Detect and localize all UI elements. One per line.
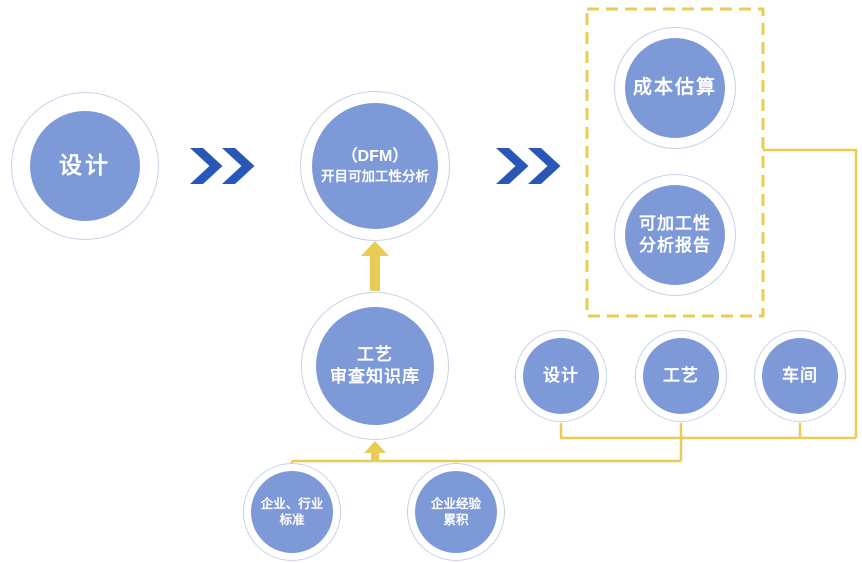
industry-standards-label-line2: 标准 [279,513,305,527]
department-process-node: 工艺 [635,330,727,422]
department-process-circle: 工艺 [643,338,719,414]
industry-standards-node: 企业、行业 标准 [243,463,341,561]
cost-estimate-node: 成本估算 [614,27,736,149]
department-process-label: 工艺 [663,365,699,385]
cost-estimate-node-label: 成本估算 [632,76,717,98]
arrow-up-icon [361,241,389,291]
industry-standards-label-line1: 企业、行业 [260,496,324,511]
feedback-line-right [763,148,858,438]
enterprise-experience-label-line1: 企业经验 [430,496,481,511]
knowledge-base-label-line2: 审查知识库 [330,367,420,386]
dfm-analysis-node: （DFM） 开目可加工性分析 [300,91,450,241]
cost-estimate-node-circle: 成本估算 [625,38,725,138]
chevron-right-icon [190,148,255,184]
dfm-analysis-node-label-line2: 开目可加工性分析 [321,168,429,184]
machinability-report-node-circle: 可加工性 分析报告 [625,185,725,285]
enterprise-experience-node: 企业经验 累积 [407,463,505,561]
department-workshop-circle: 车间 [762,338,838,414]
output-group-dashed-box [585,7,765,318]
process-review-knowledge-base-node: 工艺 审查知识库 [301,292,449,440]
dfm-analysis-node-circle: （DFM） 开目可加工性分析 [312,103,438,229]
department-workshop-node: 车间 [754,330,846,422]
design-node: 设计 [11,92,159,240]
process-review-knowledge-base-circle: 工艺 审查知识库 [316,307,434,425]
enterprise-experience-circle: 企业经验 累积 [415,471,497,553]
machinability-report-label-line1: 可加工性 [639,213,711,233]
department-design-label: 设计 [543,365,579,385]
chevron-right-icon [496,148,561,184]
enterprise-experience-label-line2: 累积 [443,513,469,527]
machinability-report-label-line2: 分析报告 [639,236,711,255]
knowledge-base-label-line1: 工艺 [357,344,393,364]
machinability-report-node: 可加工性 分析报告 [614,174,736,296]
department-design-circle: 设计 [523,338,599,414]
industry-standards-circle: 企业、行业 标准 [251,471,333,553]
design-node-label: 设计 [59,152,111,179]
design-node-circle: 设计 [30,111,140,221]
department-workshop-label: 车间 [782,365,818,385]
arrow-up-icon [364,441,386,462]
dfm-analysis-node-label-line1: （DFM） [341,147,409,165]
department-design-node: 设计 [515,330,607,422]
